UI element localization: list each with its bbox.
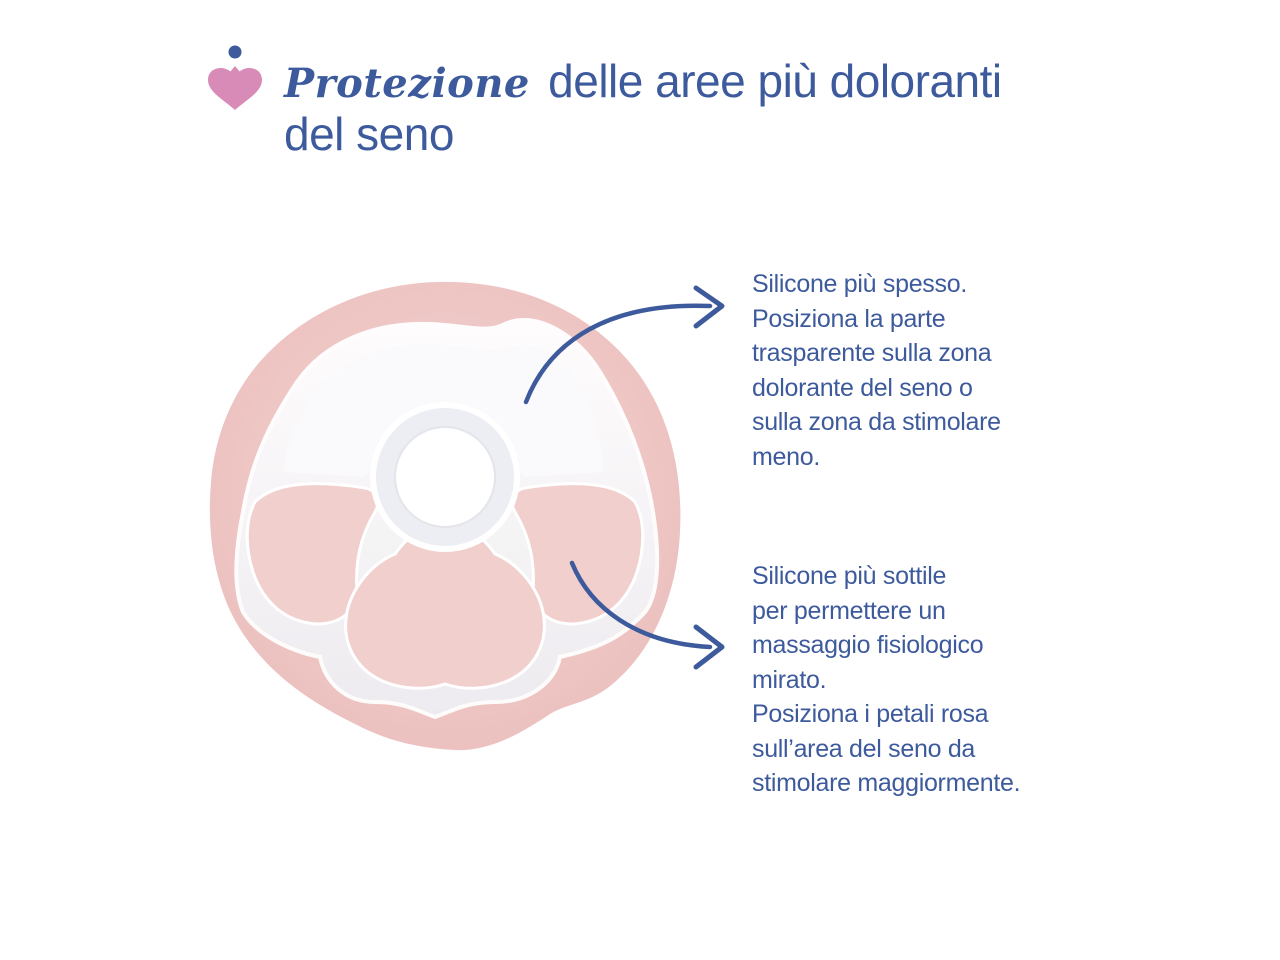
title-rest: delle aree più doloranti del seno [284, 55, 1002, 160]
breast-shield-illustration [209, 281, 681, 751]
brand-heart-drop-icon [208, 45, 262, 110]
callout-thick-silicone: Silicone più spesso. Posiziona la parte … [752, 270, 1001, 471]
shield-center-hole [394, 426, 496, 528]
title-emphasis: Protezione [284, 60, 530, 107]
curved-arrow-icon [523, 285, 725, 405]
callout-thin-silicone: Silicone più sottile per permettere un m… [752, 562, 1021, 797]
petal-bottom [344, 522, 546, 690]
curved-arrow-icon [569, 560, 725, 670]
page-title: Protezione delle aree più doloranti del … [284, 56, 1044, 160]
